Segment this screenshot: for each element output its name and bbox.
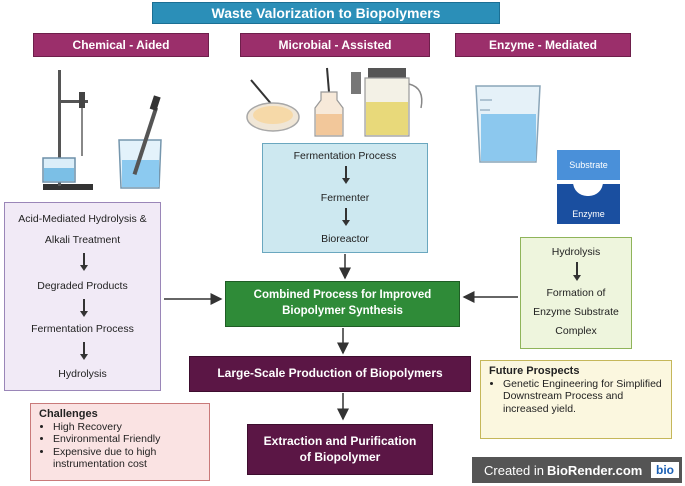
future-list: Genetic Engineering for Simplified Downs… bbox=[489, 378, 663, 415]
arrow-head bbox=[80, 354, 88, 360]
step-enzyme-substrate: Enzyme Substrate bbox=[533, 306, 619, 318]
step-degraded-products: Degraded Products bbox=[37, 280, 128, 292]
category-enzyme: Enzyme - Mediated bbox=[455, 33, 631, 57]
challenge-item: Expensive due to high instrumentation co… bbox=[53, 446, 201, 471]
extraction-box: Extraction and Purification of Biopolyme… bbox=[247, 424, 433, 475]
microbial-process-box: Fermentation Process Fermenter Bioreacto… bbox=[262, 143, 428, 253]
arrow-line bbox=[83, 299, 85, 312]
future-item: Genetic Engineering for Simplified Downs… bbox=[503, 378, 663, 415]
step-alkali-treatment: Alkali Treatment bbox=[44, 234, 121, 246]
arrow-head bbox=[80, 311, 88, 317]
arrow-line bbox=[83, 253, 85, 266]
challenges-list: High Recovery Environmental Friendly Exp… bbox=[39, 421, 201, 471]
category-chemical: Chemical - Aided bbox=[33, 33, 209, 57]
extraction-line-1: Extraction and Purification bbox=[263, 433, 417, 448]
substrate-block: Substrate bbox=[557, 150, 620, 180]
arrow-line bbox=[576, 262, 578, 276]
step-complex: Complex bbox=[555, 325, 597, 337]
arrow-line bbox=[345, 208, 347, 221]
category-microbial: Microbial - Assisted bbox=[240, 33, 430, 57]
step-hydrolysis: Hydrolysis bbox=[58, 368, 107, 380]
future-heading: Future Prospects bbox=[489, 365, 580, 377]
step-formation-of: Formation of bbox=[546, 287, 606, 299]
enzyme-active-site bbox=[573, 182, 603, 196]
combined-line-1: Combined Process for Improved bbox=[253, 289, 432, 302]
arrow-head bbox=[573, 275, 581, 281]
credit-prefix: Created in bbox=[484, 462, 544, 478]
arrow-line bbox=[83, 342, 85, 355]
step-acid-hydrolysis: Acid-Mediated Hydrolysis & bbox=[18, 213, 147, 225]
extraction-line-2: of Biopolymer bbox=[299, 449, 381, 464]
challenges-heading: Challenges bbox=[39, 408, 98, 420]
arrow-head bbox=[80, 265, 88, 271]
biorender-credit[interactable]: Created in BioRender.com bio bbox=[472, 457, 682, 483]
step-enzyme-hydrolysis: Hydrolysis bbox=[551, 246, 601, 258]
step-fermentation-process: Fermentation Process bbox=[293, 150, 397, 162]
step-fermenter: Fermenter bbox=[320, 192, 370, 204]
credit-brand: BioRender.com bbox=[546, 462, 643, 478]
step-fermentation: Fermentation Process bbox=[31, 323, 134, 335]
combined-process-box: Combined Process for Improved Biopolymer… bbox=[225, 281, 460, 327]
challenge-item: Environmental Friendly bbox=[53, 433, 201, 445]
arrow-head bbox=[342, 220, 350, 226]
petri-dish-icon bbox=[246, 67, 423, 137]
challenges-box: Challenges High Recovery Environmental F… bbox=[30, 403, 210, 481]
challenge-item: High Recovery bbox=[53, 421, 201, 433]
arrow-head bbox=[342, 178, 350, 184]
large-scale-production-box: Large-Scale Production of Biopolymers bbox=[189, 356, 471, 392]
enzyme-process-box: Hydrolysis Formation of Enzyme Substrate… bbox=[520, 237, 632, 349]
arrow-line bbox=[345, 166, 347, 179]
diagram-title: Waste Valorization to Biopolymers bbox=[152, 2, 500, 24]
future-prospects-box: Future Prospects Genetic Engineering for… bbox=[480, 360, 672, 439]
chemical-process-box: Acid-Mediated Hydrolysis & Alkali Treatm… bbox=[4, 202, 161, 391]
combined-line-2: Biopolymer Synthesis bbox=[282, 305, 403, 317]
biorender-logo-icon: bio bbox=[651, 462, 679, 478]
beaker-icon bbox=[475, 85, 541, 163]
step-bioreactor: Bioreactor bbox=[321, 233, 369, 245]
lab-stand-icon bbox=[42, 70, 162, 190]
